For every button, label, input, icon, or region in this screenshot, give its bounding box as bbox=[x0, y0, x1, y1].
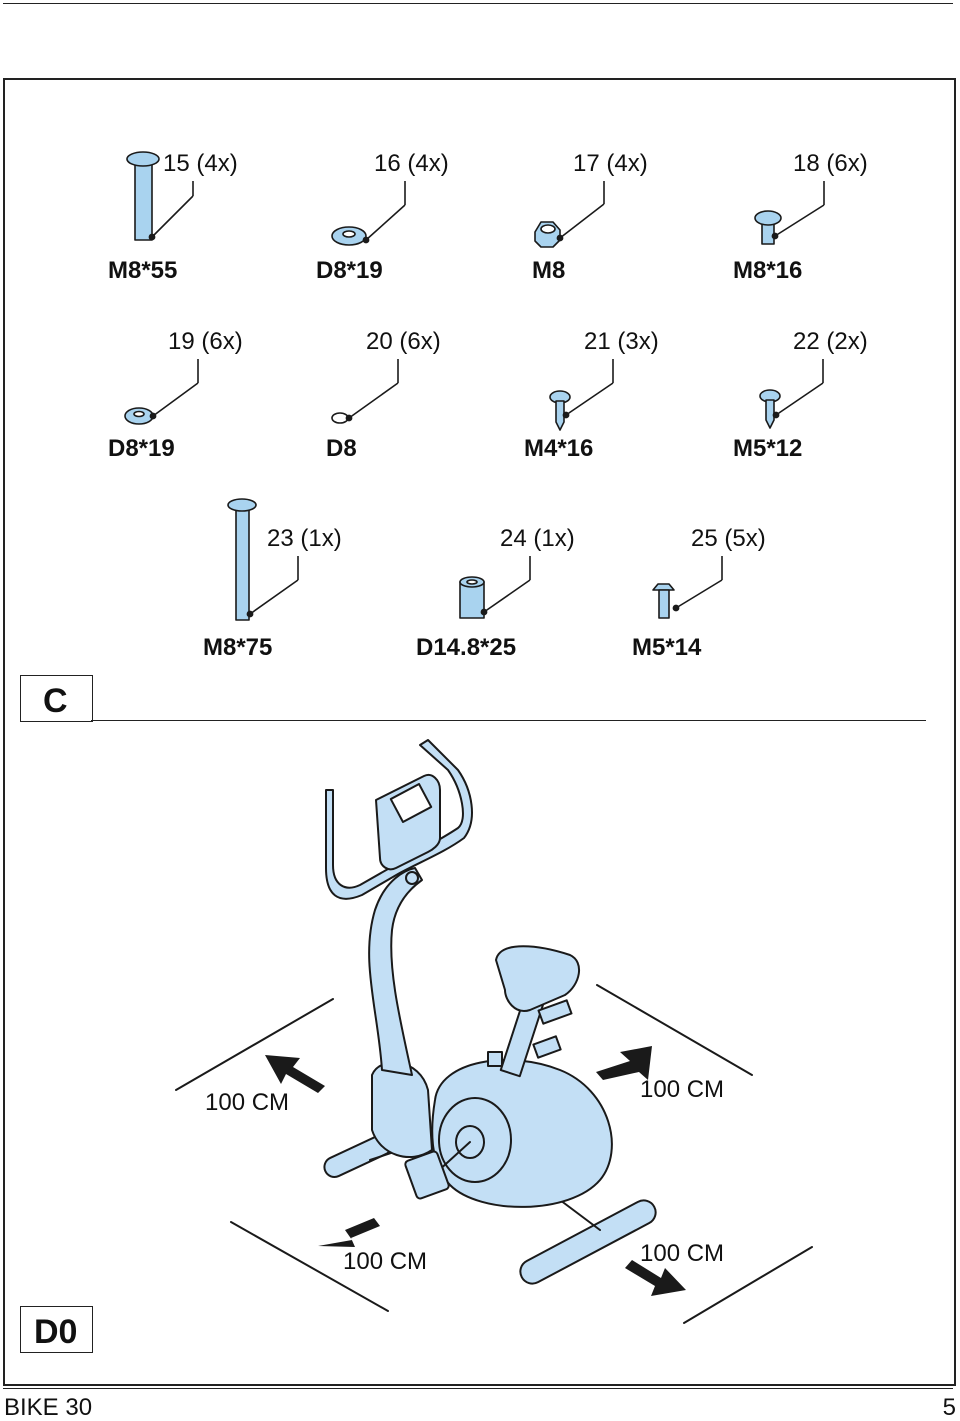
bike-illustration bbox=[175, 739, 813, 1324]
part-label-16: 16 (4x) bbox=[374, 150, 449, 177]
washer-icon bbox=[331, 226, 367, 246]
clearance-label-front-left: 100 CM bbox=[343, 1248, 428, 1275]
section-c-label: C bbox=[43, 682, 68, 720]
page-frame bbox=[3, 78, 956, 1386]
part-size-16: D8*19 bbox=[316, 257, 383, 284]
part-label-20: 20 (6x) bbox=[366, 328, 441, 355]
curved-washer-icon bbox=[124, 407, 154, 425]
part-size-24: D14.8*25 bbox=[416, 634, 517, 661]
parts-illustration bbox=[124, 151, 825, 621]
part-label-22: 22 (2x) bbox=[793, 328, 868, 355]
part-label-24: 24 (1x) bbox=[500, 525, 575, 552]
clearance-label-back-left: 100 CM bbox=[205, 1089, 290, 1116]
flat-screw-icon bbox=[652, 583, 675, 619]
part-label-21: 21 (3x) bbox=[584, 328, 659, 355]
footer-page-number: 5 bbox=[942, 1394, 956, 1421]
part-label-18: 18 (6x) bbox=[793, 150, 868, 177]
part-size-20: D8 bbox=[326, 435, 357, 462]
screw-icon bbox=[759, 389, 781, 429]
part-label-23: 23 (1x) bbox=[267, 525, 342, 552]
part-size-18: M8*16 bbox=[733, 257, 803, 284]
section-c-box bbox=[20, 675, 93, 722]
part-size-22: M5*12 bbox=[733, 435, 803, 462]
section-d0-box bbox=[20, 1306, 93, 1353]
screw-icon bbox=[549, 390, 571, 431]
part-label-19: 19 (6x) bbox=[168, 328, 243, 355]
part-size-23: M8*75 bbox=[203, 634, 273, 661]
footer-rule bbox=[3, 1388, 953, 1389]
part-label-15: 15 (4x) bbox=[163, 150, 238, 177]
bolt-short-icon bbox=[754, 210, 782, 245]
part-size-25: M5*14 bbox=[632, 634, 702, 661]
part-size-17: M8 bbox=[532, 257, 566, 284]
arrow-icon bbox=[265, 1046, 686, 1296]
top-rule bbox=[3, 3, 953, 4]
part-size-21: M4*16 bbox=[524, 435, 594, 462]
part-size-19: D8*19 bbox=[108, 435, 175, 462]
bolt-long-icon bbox=[227, 498, 257, 621]
section-d0-label: D0 bbox=[34, 1313, 78, 1351]
section-divider bbox=[91, 720, 926, 721]
clearance-label-back-right: 100 CM bbox=[640, 1076, 725, 1103]
nut-icon bbox=[534, 221, 561, 248]
clearance-label-front-right: 100 CM bbox=[640, 1240, 725, 1267]
part-size-15: M8*55 bbox=[108, 257, 178, 284]
part-label-17: 17 (4x) bbox=[573, 150, 648, 177]
spacer-sleeve-icon bbox=[459, 576, 485, 619]
part-label-25: 25 (5x) bbox=[691, 525, 766, 552]
bolt-long-icon bbox=[126, 151, 160, 241]
footer-product-name: BIKE 30 bbox=[4, 1394, 93, 1421]
